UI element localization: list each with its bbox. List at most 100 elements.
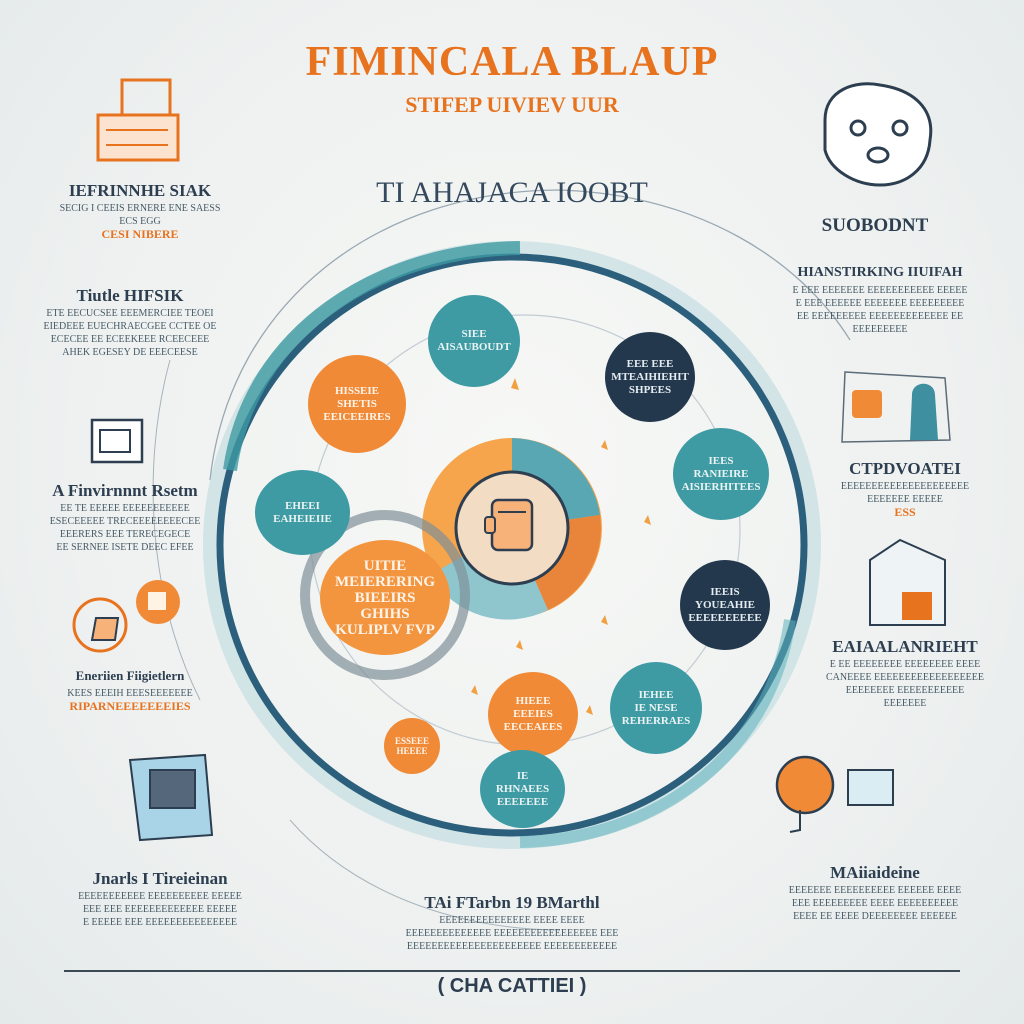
right-panel-2-heading: HIANSTIRKING IIUIFAH bbox=[797, 265, 963, 280]
left-panel-3: A Finvirnnnt Rsetm EE TE EEEEE EEEEEEEEE… bbox=[30, 480, 220, 554]
feature-node-line: MEIERERING bbox=[334, 573, 435, 590]
left-panel-3-line: EE SERNEE ISETE DEEC EFEE bbox=[56, 542, 194, 553]
left-panel-2: Tiutle HIFSIK ETE EECUCSEE EEEMERCIEE TE… bbox=[30, 285, 230, 359]
page-subtitle: STIFEP UIVIEV UUR bbox=[405, 92, 619, 117]
left-panel-3-line: EEERERS EEE TERECEGECE bbox=[59, 529, 191, 540]
right-panel-5: MAiiaideine EEEEEEE EEEEEEEEEE EEEEEE EE… bbox=[770, 862, 980, 923]
bottom-center-line: EEEEEEEEEEEEEE EEEEEEEEEEEEEEEEE EEE bbox=[405, 928, 619, 939]
node-7-line: EECEAEES bbox=[503, 721, 563, 733]
node-6-line: IEEIS bbox=[710, 585, 740, 598]
left-panel-4-accent: RIPARNEEEEEEEIES bbox=[69, 699, 191, 713]
right-panel-3-line: EEEEEEE EEEEE bbox=[867, 494, 943, 505]
right-panel-2-line: E EEE EEEEEEE EEEEEEEEEEE EEEEE bbox=[792, 285, 968, 296]
right-panel-5-heading: MAiiaideine bbox=[830, 863, 920, 882]
node-9: ESSEEE HEEEE bbox=[384, 718, 440, 774]
ring-teal-arc-bottom bbox=[519, 619, 796, 848]
right-panel-2: HIANSTIRKING IIUIFAH E EEE EEEEEEE EEEEE… bbox=[780, 262, 980, 336]
node-2-line: EEICEEIRES bbox=[323, 410, 391, 423]
node-10-line: IE bbox=[516, 769, 529, 782]
right-panel-2-line: EE EEEEEEEEE EEEEEEEEEEEEE EE bbox=[796, 311, 964, 322]
left-panel-1: IEFRINNHE SIAK SECIG I CEEIS ERNERE ENE … bbox=[40, 180, 240, 241]
node-2-line: SHETIS bbox=[337, 397, 377, 410]
globe-icon bbox=[775, 755, 894, 833]
right-panel-4-line: EEEEEEE bbox=[883, 698, 927, 709]
left-panel-3-line: ESECEEEEE TRECEEEEEEEECEE bbox=[49, 516, 201, 527]
node-10: IE RHNAEES EEEEEEE bbox=[480, 750, 565, 828]
left-panel-5-line: EEE EEE EEEEEEEEEEEEE EEEEE bbox=[82, 904, 238, 915]
node-7: HIEEE EEEIES EECEAEES bbox=[488, 672, 578, 757]
node-4: IEES RANIEIRE AISIERHITEES bbox=[673, 428, 769, 520]
left-panel-5: Jnarls I Tireieinan EEEEEEEEEEE EEEEEEEE… bbox=[60, 868, 260, 929]
right-panel-4: EAIAALANRIEHT E EE EEEEEEEE EEEEEEEE EEE… bbox=[810, 636, 1000, 710]
worker-icon bbox=[72, 580, 180, 653]
node-9-line: HEEEE bbox=[396, 746, 428, 756]
left-panel-2-line: ECECEE EE ECEEKEEE RCEECEEE bbox=[50, 334, 210, 345]
right-panel-1: SUOBODNT bbox=[800, 215, 950, 237]
node-4-line: RANIEIRE bbox=[693, 467, 749, 480]
node-5-line: EHEEI bbox=[285, 499, 320, 512]
node-2-line: HISSEIE bbox=[334, 384, 380, 397]
node-5-line: EAHEIEIIE bbox=[273, 512, 332, 525]
node-8-line: REHERRAES bbox=[621, 714, 691, 727]
bottom-guide-arc bbox=[289, 819, 561, 931]
right-panel-3: CTPDVOATEI EEEEEEEEEEEEEEEEEEEEE EEEEEEE… bbox=[830, 458, 980, 519]
face-icon bbox=[823, 82, 933, 187]
footer-divider bbox=[64, 970, 960, 972]
left-panel-3-heading: A Finvirnnnt Rsetm bbox=[52, 481, 198, 500]
node-3-line: MTEAIHIEHIT bbox=[611, 370, 689, 383]
left-panel-4: Eneriien Fiigietlern KEES EEEIH EEESEEEE… bbox=[40, 665, 220, 713]
left-panel-4-line: KEES EEEIH EEESEEEEEEE bbox=[67, 688, 193, 699]
left-panel-3-line: EE TE EEEEE EEEEEEEEEEE bbox=[60, 503, 190, 514]
node-2: HISSEIE SHETIS EEICEEIRES bbox=[308, 355, 406, 453]
left-panel-5-heading: Jnarls I Tireieinan bbox=[92, 869, 228, 888]
outer-guide-arc bbox=[209, 189, 851, 481]
footer-label-text: CHA CATTIEI bbox=[449, 975, 575, 997]
node-3-line: EEE EEE bbox=[626, 357, 674, 370]
node-1-line: AISAUBOUDT bbox=[437, 341, 511, 353]
node-8-line: IEHEE bbox=[638, 688, 674, 701]
left-panel-2-line: ETE EECUCSEE EEEMERCIEE TEOEI bbox=[46, 308, 214, 319]
left-panel-1-accent: CESI NIBERE bbox=[101, 227, 179, 241]
feature-node-ring bbox=[300, 510, 470, 680]
feature-node-line: BIEEIRS bbox=[354, 589, 416, 606]
node-9-line: ESSEEE bbox=[394, 736, 430, 746]
node-10-line: RHNAEES bbox=[495, 782, 550, 795]
node-5: EHEEI EAHEIEIIE bbox=[255, 470, 350, 555]
sparkle-marks bbox=[471, 378, 651, 715]
right-panel-4-line: CANEEEE EEEEEEEEEEEEEEEEEE bbox=[826, 672, 984, 683]
computer-icon bbox=[90, 418, 144, 464]
right-panel-4-line: E EE EEEEEEEE EEEEEEEE EEEE bbox=[829, 659, 981, 670]
right-panel-5-line: EEE EEEEEEEEE EEEE EEEEEEEEEE bbox=[791, 898, 959, 909]
node-3: EEE EEE MTEAIHIEHIT SHPEES bbox=[605, 332, 695, 422]
feature-node-line: KULIPLV FVP bbox=[335, 621, 435, 638]
right-panel-4-line: EEEEEEEE EEEEEEEEEEE bbox=[845, 685, 965, 696]
node-8: IEHEE IE NESE REHERRAES bbox=[610, 662, 702, 754]
node-6-line: EEEEEEEEEE bbox=[688, 611, 762, 624]
left-guide-arc bbox=[152, 359, 201, 701]
right-panel-4-heading: EAIAALANRIEHT bbox=[832, 637, 978, 656]
feature-node: UITIE MEIERERING BIEEIRS GHIHS KULIPLV F… bbox=[320, 540, 450, 655]
node-7-line: HIEEE bbox=[515, 695, 551, 707]
right-panel-5-line: EEEE EE EEEE DEEEEEEEE EEEEEE bbox=[793, 911, 957, 922]
building-icon bbox=[96, 78, 180, 162]
bottom-center-line: EEEEEEEEEEEEEEE EEEE EEEE bbox=[439, 915, 585, 926]
feature-node-line: GHIHS bbox=[360, 605, 410, 622]
left-panel-2-line: AHEK EGESEY DE EEECEESE bbox=[62, 347, 198, 358]
device-icon bbox=[128, 753, 214, 842]
node-4-line: IEES bbox=[708, 454, 734, 467]
right-panel-2-line: EEEEEEEEE bbox=[852, 324, 908, 335]
right-panel-2-line: E EEE EEEEEE EEEEEEE EEEEEEEEE bbox=[795, 298, 965, 309]
left-panel-1-heading: IEFRINNHE SIAK bbox=[68, 181, 212, 200]
node-8-line: IE NESE bbox=[634, 701, 678, 714]
documents-icon bbox=[869, 538, 946, 626]
left-panel-4-heading: Eneriien Fiigietlern bbox=[75, 668, 185, 683]
feature-node-line: UITIE bbox=[363, 557, 407, 574]
bottom-center-line: EEEEEEEEEEEEEEEEEEEEEE EEEEEEEEEEEE bbox=[406, 941, 618, 952]
main-ring bbox=[216, 253, 808, 837]
right-panel-3-heading: CTPDVOATEI bbox=[849, 459, 961, 478]
left-panel-5-line: E EEEEE EEE EEEEEEEEEEEEEEE bbox=[82, 917, 238, 928]
left-panel-1-line: SECIG I CEEIS ERNERE ENE SAESS bbox=[59, 203, 221, 214]
hub-title: TI AHAJACA IOOBT bbox=[376, 176, 648, 209]
right-panel-5-line: EEEEEEE EEEEEEEEEE EEEEEE EEEE bbox=[788, 885, 962, 896]
